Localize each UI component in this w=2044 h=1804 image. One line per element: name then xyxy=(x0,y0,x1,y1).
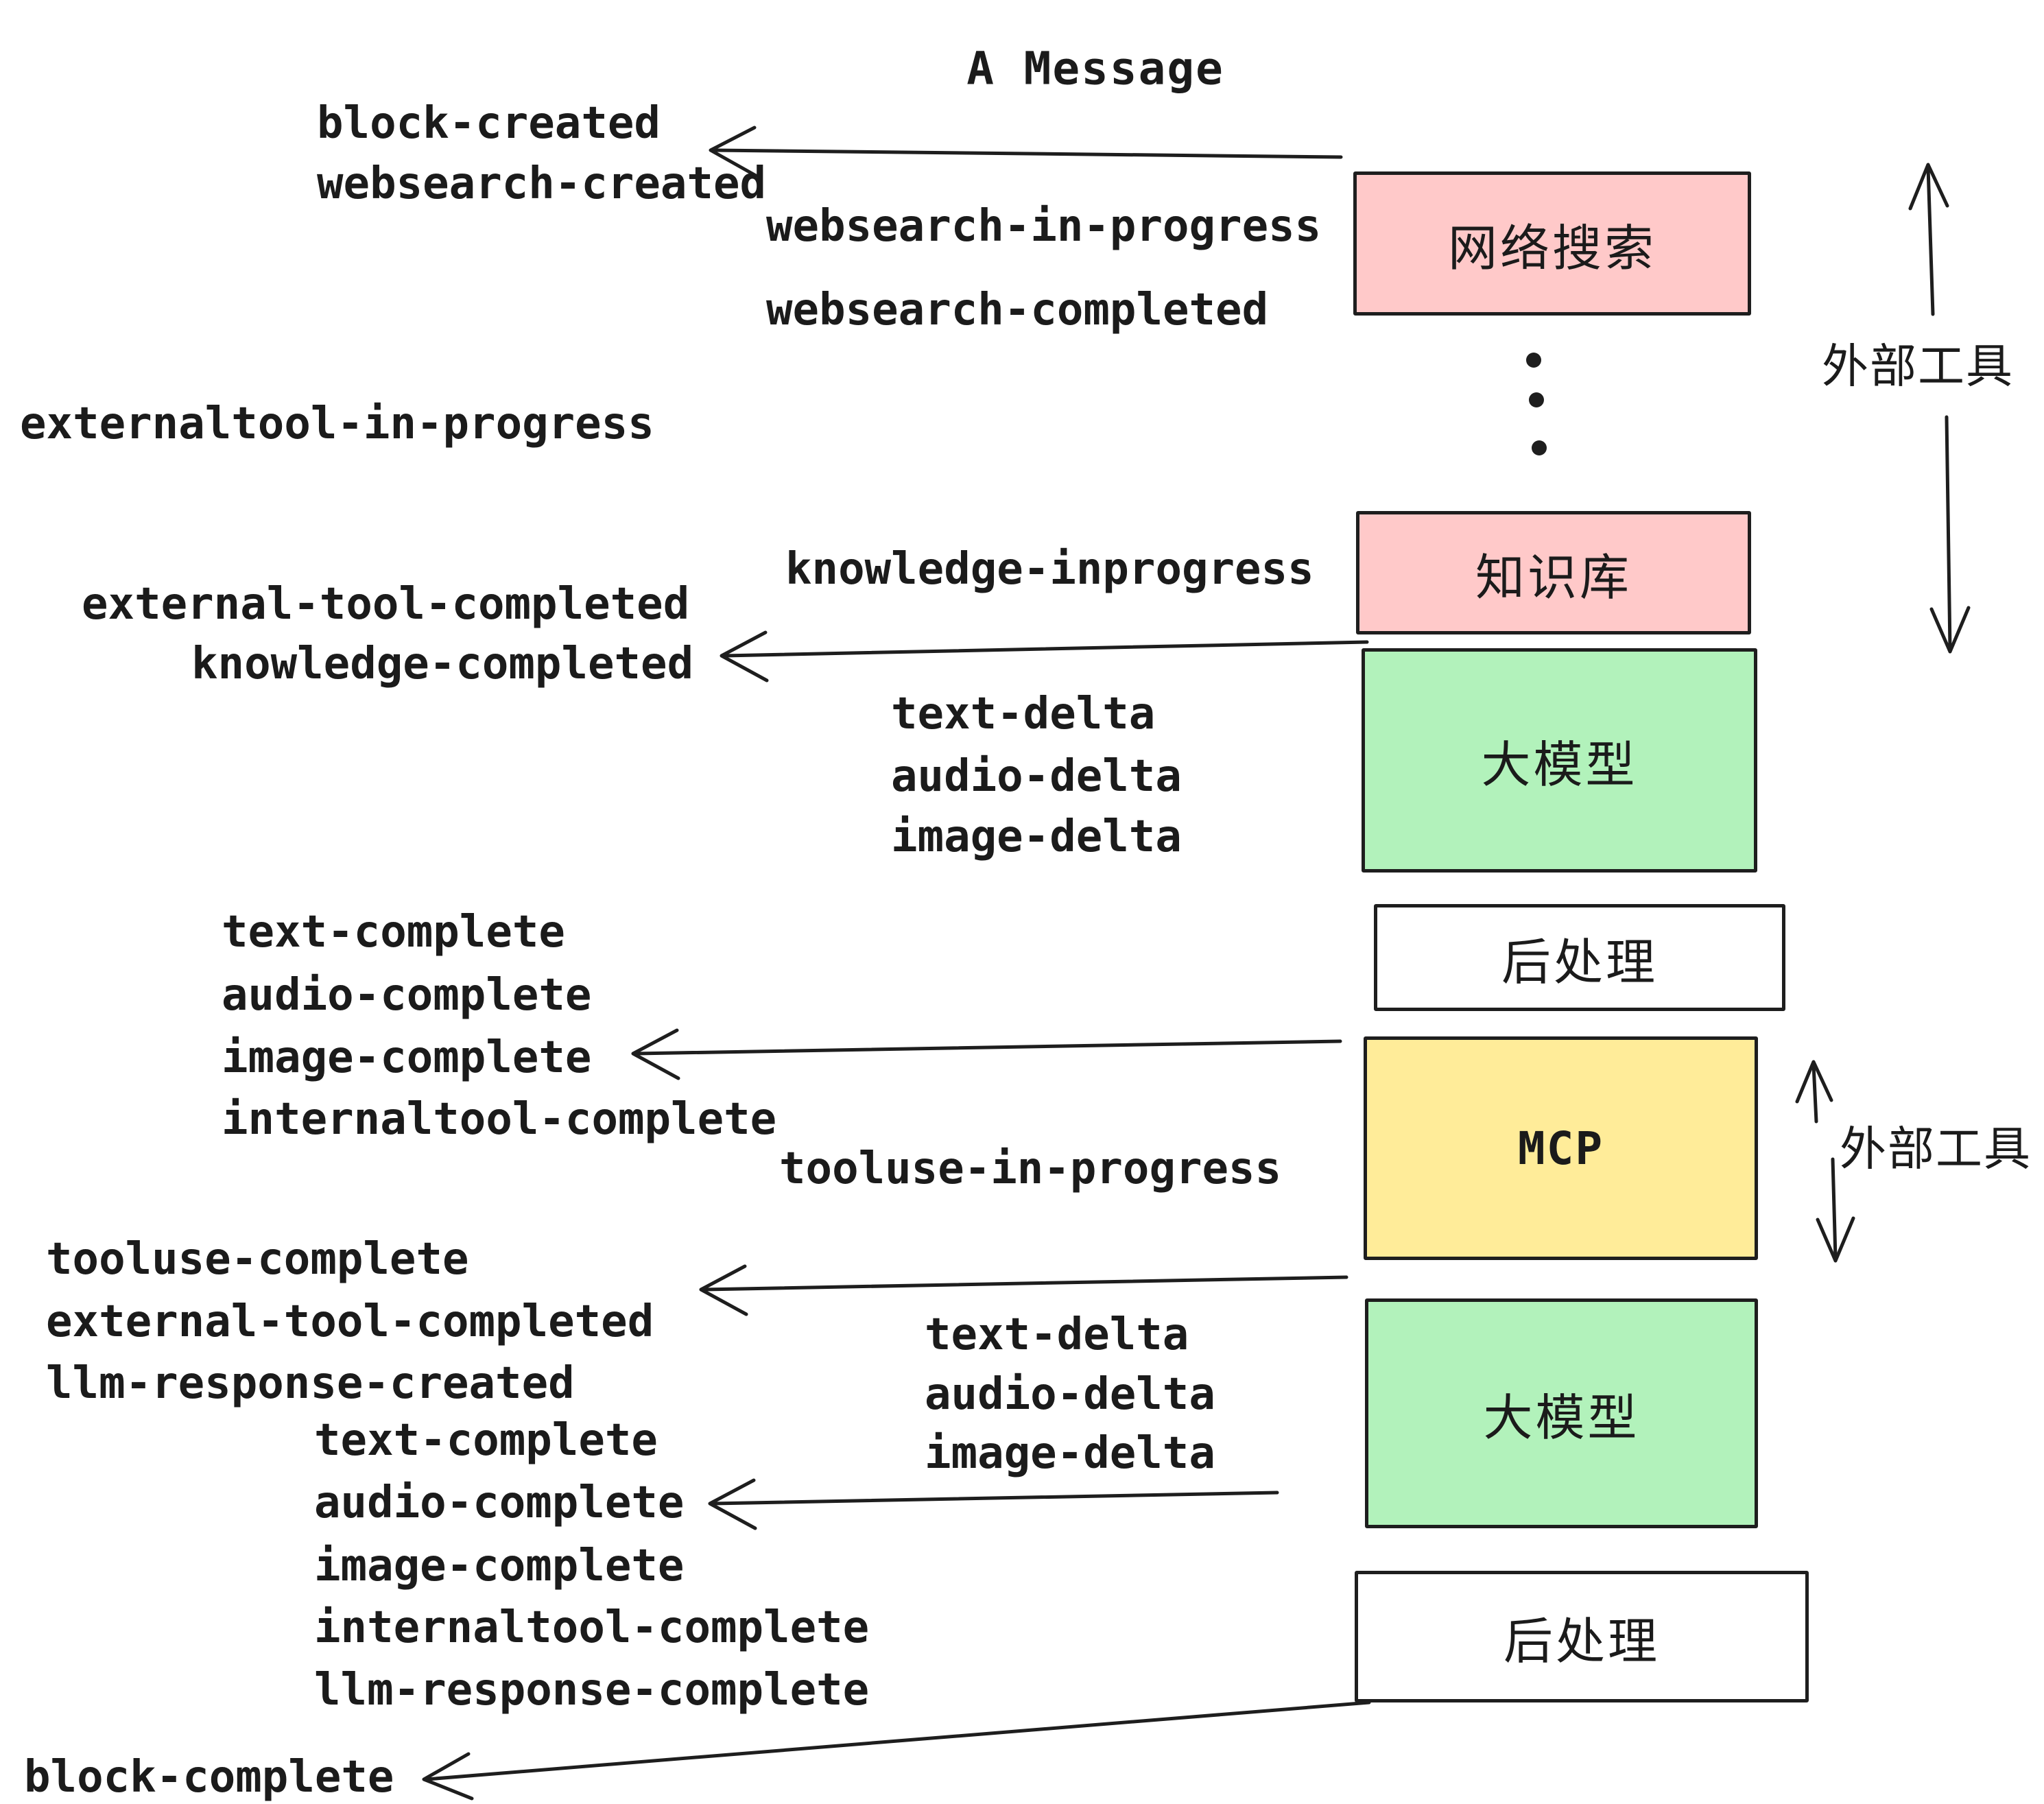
label-image-complete-2: image-complete xyxy=(314,1541,685,1591)
label-audio-complete-1: audio-complete xyxy=(222,970,592,1021)
label-image-delta-1: image-delta xyxy=(891,811,1182,862)
box-post-processing-2-label: 后处理 xyxy=(1503,1612,1660,1670)
box-llm-2: 大模型 xyxy=(1365,1298,1758,1528)
label-llm-response-created: llm-response-created xyxy=(46,1358,575,1409)
ellipsis-dots xyxy=(1526,353,1547,455)
external-tools-label-2: 外部工具 xyxy=(1839,1122,2032,1177)
label-block-complete: block-complete xyxy=(24,1752,394,1803)
label-text-delta-2: text-delta xyxy=(925,1309,1189,1360)
external-tools-down-arrow xyxy=(1929,415,1971,654)
label-text-delta-1: text-delta xyxy=(891,689,1156,739)
box-post-processing-2: 后处理 xyxy=(1355,1571,1809,1702)
box-post-processing-1: 后处理 xyxy=(1374,904,1785,1011)
box-llm-2-label: 大模型 xyxy=(1483,1389,1640,1447)
label-audio-delta-2: audio-delta xyxy=(925,1369,1215,1420)
label-tooluse-in-progress: tooluse-in-progress xyxy=(779,1143,1282,1194)
label-websearch-created: websearch-created xyxy=(317,158,767,209)
label-knowledge-completed: knowledge-completed xyxy=(191,639,694,689)
arrow-knowledge-completed xyxy=(720,630,1369,683)
label-internaltool-complete-1: internaltool-complete xyxy=(222,1094,777,1145)
label-block-created: block-created xyxy=(317,98,661,149)
arrow-block-complete xyxy=(422,1700,1371,1801)
external-tools-up-arrow xyxy=(1908,163,1949,316)
external-tools-label-1: 外部工具 xyxy=(1821,340,2015,394)
label-websearch-completed: websearch-completed xyxy=(766,285,1269,335)
box-websearch: 网络搜索 xyxy=(1353,171,1751,316)
label-audio-complete-2: audio-complete xyxy=(314,1477,685,1528)
arrow-image-complete xyxy=(631,1028,1342,1080)
label-websearch-in-progress: websearch-in-progress xyxy=(766,201,1322,252)
box-llm-1: 大模型 xyxy=(1362,648,1757,873)
label-image-complete-1: image-complete xyxy=(222,1032,592,1083)
label-llm-response-complete: llm-response-complete xyxy=(314,1665,870,1716)
box-knowledge: 知识库 xyxy=(1356,511,1751,634)
box-mcp-label: MCP xyxy=(1517,1121,1604,1175)
label-knowledge-inprogress: knowledge-inprogress xyxy=(785,544,1314,595)
box-post-processing-1-label: 后处理 xyxy=(1501,933,1658,991)
label-text-complete-2: text-complete xyxy=(314,1415,658,1466)
label-external-tool-completed-2: external-tool-completed xyxy=(46,1296,654,1347)
label-audio-delta-1: audio-delta xyxy=(891,751,1182,802)
label-tooluse-complete: tooluse-complete xyxy=(46,1234,469,1285)
box-mcp: MCP xyxy=(1364,1036,1758,1260)
arrow-tooluse-complete xyxy=(699,1264,1348,1316)
diagram-title: A Message xyxy=(966,42,1224,95)
mcp-external-tools-up-arrow xyxy=(1795,1060,1833,1124)
label-image-delta-2: image-delta xyxy=(925,1428,1215,1479)
label-text-complete-1: text-complete xyxy=(222,907,565,958)
box-llm-1-label: 大模型 xyxy=(1481,736,1638,794)
box-knowledge-label: 知识库 xyxy=(1475,548,1632,606)
label-externaltool-in-progress: externaltool-in-progress xyxy=(20,399,654,449)
label-external-tool-completed-1: external-tool-completed xyxy=(82,579,690,630)
label-internaltool-complete-2: internaltool-complete xyxy=(314,1602,870,1653)
arrow-block-created xyxy=(709,126,1343,178)
arrow-audio-complete xyxy=(708,1478,1279,1530)
box-websearch-label: 网络搜索 xyxy=(1447,219,1656,277)
